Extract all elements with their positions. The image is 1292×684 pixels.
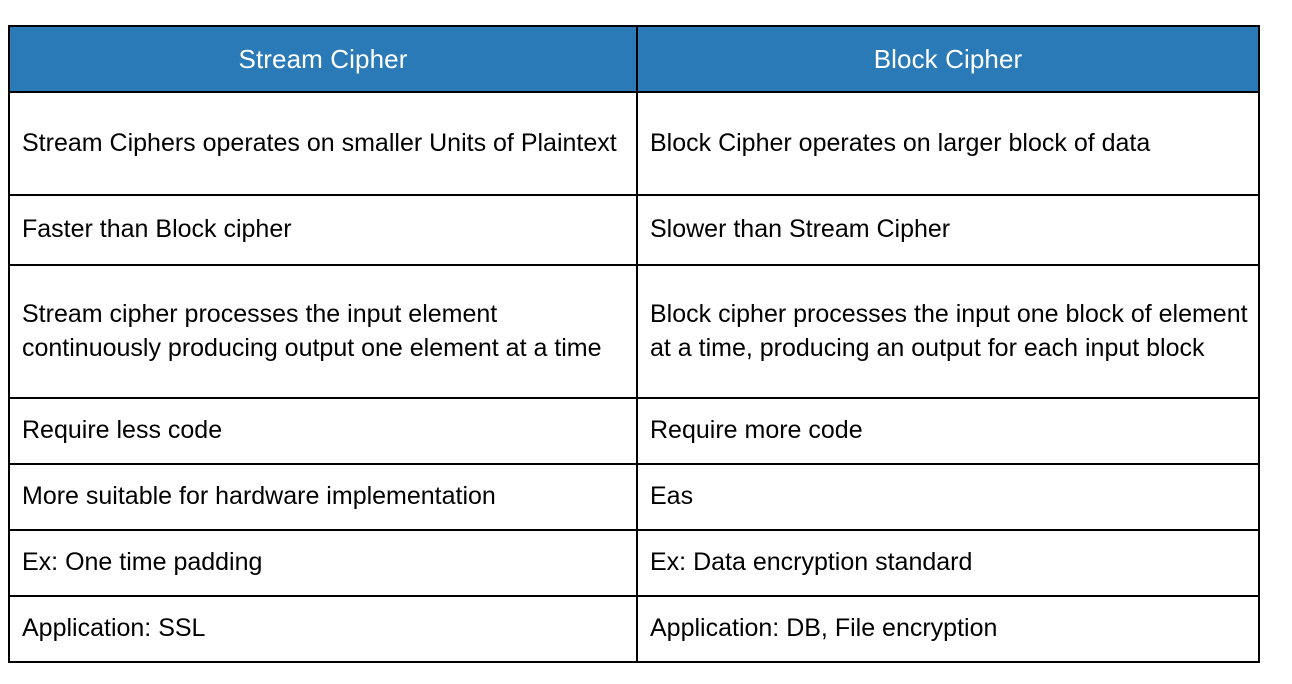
cell-stream-row-5: More suitable for hardware implementatio… [8, 463, 638, 531]
table-row: Stream cipher processes the input elemen… [8, 264, 1260, 399]
cell-stream-row-6: Ex: One time padding [8, 529, 638, 597]
cell-stream-row-3: Stream cipher processes the input elemen… [8, 264, 638, 399]
table-row: More suitable for hardware implementatio… [8, 463, 1260, 531]
table-row: Application: SSL Application: DB, File e… [8, 595, 1260, 663]
cell-stream-row-2: Faster than Block cipher [8, 194, 638, 266]
table-row: Stream Ciphers operates on smaller Units… [8, 91, 1260, 196]
table-row: Faster than Block cipher Slower than Str… [8, 194, 1260, 266]
cell-block-row-2: Slower than Stream Cipher [636, 194, 1260, 266]
table-body: Stream Ciphers operates on smaller Units… [8, 91, 1260, 663]
cipher-comparison-table: Stream Cipher Block Cipher Stream Cipher… [8, 25, 1260, 663]
header-row: Stream Cipher Block Cipher [8, 25, 1260, 93]
cell-block-row-1: Block Cipher operates on larger block of… [636, 91, 1260, 196]
table-row: Ex: One time padding Ex: Data encryption… [8, 529, 1260, 597]
table-row: Require less code Require more code [8, 397, 1260, 465]
cell-block-row-4: Require more code [636, 397, 1260, 465]
column-header-block-cipher: Block Cipher [636, 25, 1260, 93]
cell-block-row-3: Block cipher processes the input one blo… [636, 264, 1260, 399]
cell-stream-row-4: Require less code [8, 397, 638, 465]
cell-block-row-5: Eas [636, 463, 1260, 531]
table-header: Stream Cipher Block Cipher [8, 25, 1260, 93]
column-header-stream-cipher: Stream Cipher [8, 25, 638, 93]
cell-block-row-7: Application: DB, File encryption [636, 595, 1260, 663]
cell-stream-row-7: Application: SSL [8, 595, 638, 663]
cell-block-row-6: Ex: Data encryption standard [636, 529, 1260, 597]
cell-stream-row-1: Stream Ciphers operates on smaller Units… [8, 91, 638, 196]
